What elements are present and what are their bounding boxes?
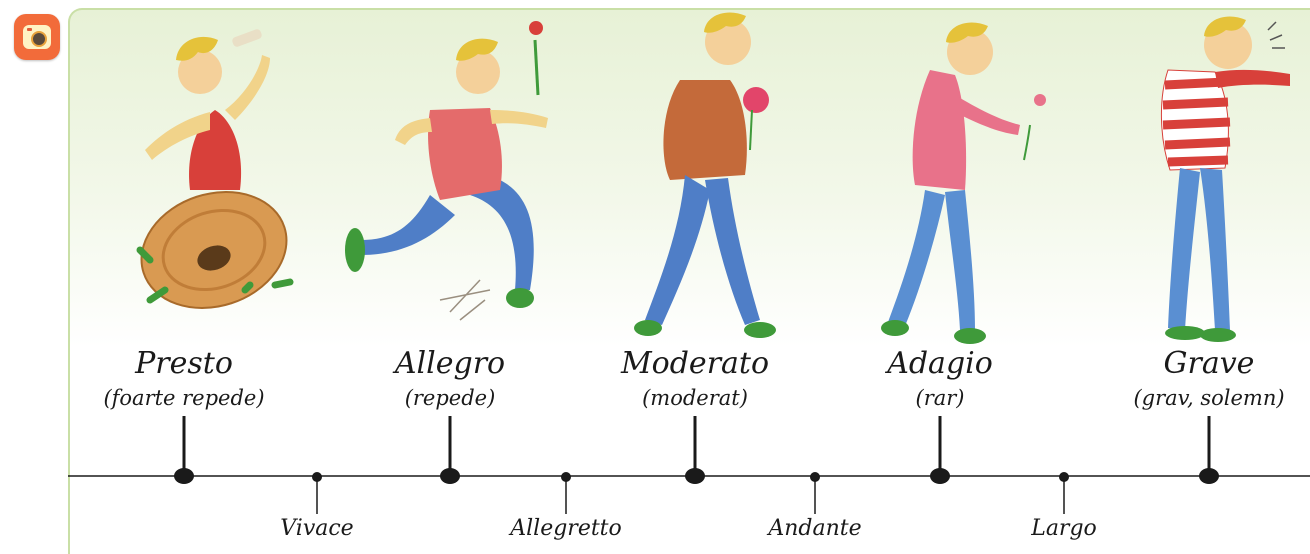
- minor-tempo-andante: Andante: [715, 516, 915, 541]
- major-marker-adagio: [930, 416, 950, 484]
- major-marker-grave: [1199, 416, 1219, 484]
- tempo-name-adagio: Adagio: [810, 346, 1070, 381]
- minor-tempo-vivace: Vivace: [217, 516, 417, 541]
- tempo-translation-adagio: (rar): [810, 386, 1070, 410]
- minor-tempo-allegretto: Allegretto: [466, 516, 666, 541]
- tempo-translation-allegro: (repede): [320, 386, 580, 410]
- tempo-translation-presto: (foarte repede): [54, 386, 314, 410]
- minor-marker-andante: [810, 472, 820, 514]
- major-marker-moderato: [685, 416, 705, 484]
- minor-marker-allegretto: [561, 472, 571, 514]
- major-marker-presto: [174, 416, 194, 484]
- tempo-translation-moderato: (moderat): [565, 386, 825, 410]
- minor-tempo-largo: Largo: [964, 516, 1164, 541]
- minor-marker-largo: [1059, 472, 1069, 514]
- major-marker-allegro: [440, 416, 460, 484]
- tempo-name-grave: Grave: [1079, 346, 1310, 381]
- minor-marker-vivace: [312, 472, 322, 514]
- tempo-name-presto: Presto: [54, 346, 314, 381]
- tempo-translation-grave: (grav, solemn): [1079, 386, 1310, 410]
- tempo-name-allegro: Allegro: [320, 346, 580, 381]
- tempo-name-moderato: Moderato: [565, 346, 825, 381]
